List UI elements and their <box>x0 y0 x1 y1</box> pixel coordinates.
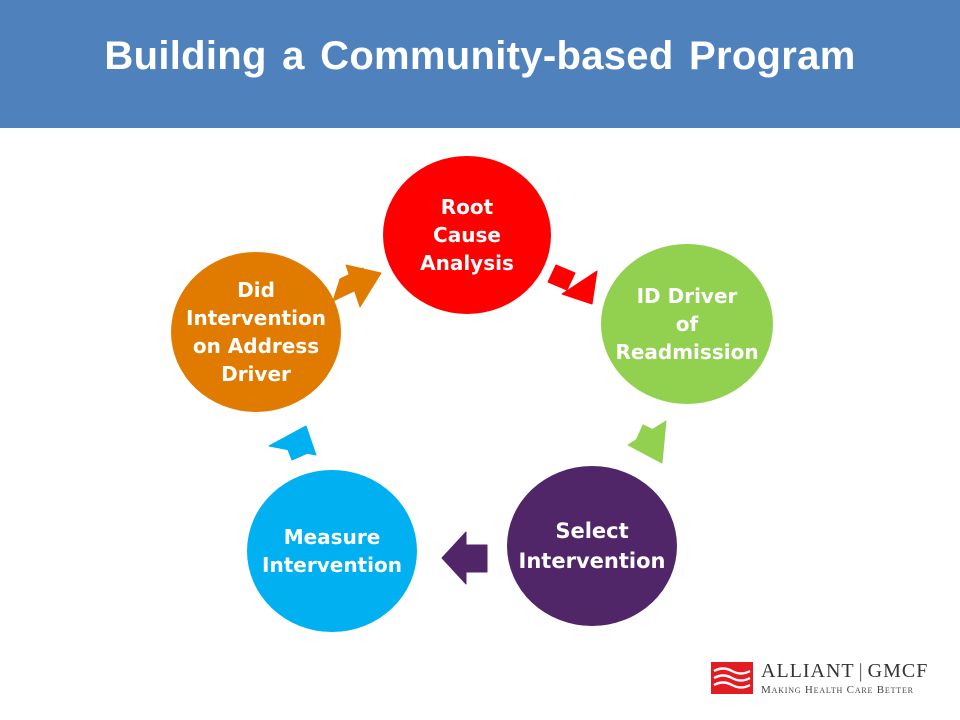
node-id-driver: ID Driver of Readmission <box>601 244 773 404</box>
node-root-cause: Root Cause Analysis <box>383 156 551 314</box>
alliant-gmcf-logo: ALLIANT|GMCF Making Health Care Better <box>711 660 927 704</box>
arrow-root-to-id <box>547 264 576 291</box>
node-measure-intervention-label: Measure Intervention <box>262 525 402 577</box>
logo-flag-icon <box>711 662 753 694</box>
page-title: Building a Community-based Program <box>104 34 856 78</box>
node-select-intervention-label: Select Intervention <box>518 519 666 573</box>
logo-separator: | <box>858 660 864 682</box>
node-select-intervention: Select Intervention <box>507 466 677 626</box>
logo-tagline: Making Health Care Better <box>761 684 914 696</box>
node-did-intervention: Did Intervention on Address Driver <box>171 252 341 412</box>
arrow-head-root-to-id <box>561 270 598 305</box>
node-measure-intervention: Measure Intervention <box>247 470 417 632</box>
logo-wordmark: ALLIANT|GMCF <box>761 660 928 683</box>
arrow-head-measure-to-did <box>268 425 317 456</box>
node-root-cause-label: Root Cause Analysis <box>420 195 514 275</box>
arrow-head-select-to-measure <box>441 531 467 585</box>
arrow-head-did-to-root <box>345 264 382 308</box>
node-id-driver-label: ID Driver of Readmission <box>615 284 759 364</box>
logo-alliant-text: ALLIANT <box>761 660 855 682</box>
node-did-intervention-label: Did Intervention on Address Driver <box>186 278 326 386</box>
header-banner: Building a Community-based Program <box>0 0 960 128</box>
logo-gmcf-text: GMCF <box>867 660 929 682</box>
arrow-head-id-to-select <box>627 420 667 464</box>
